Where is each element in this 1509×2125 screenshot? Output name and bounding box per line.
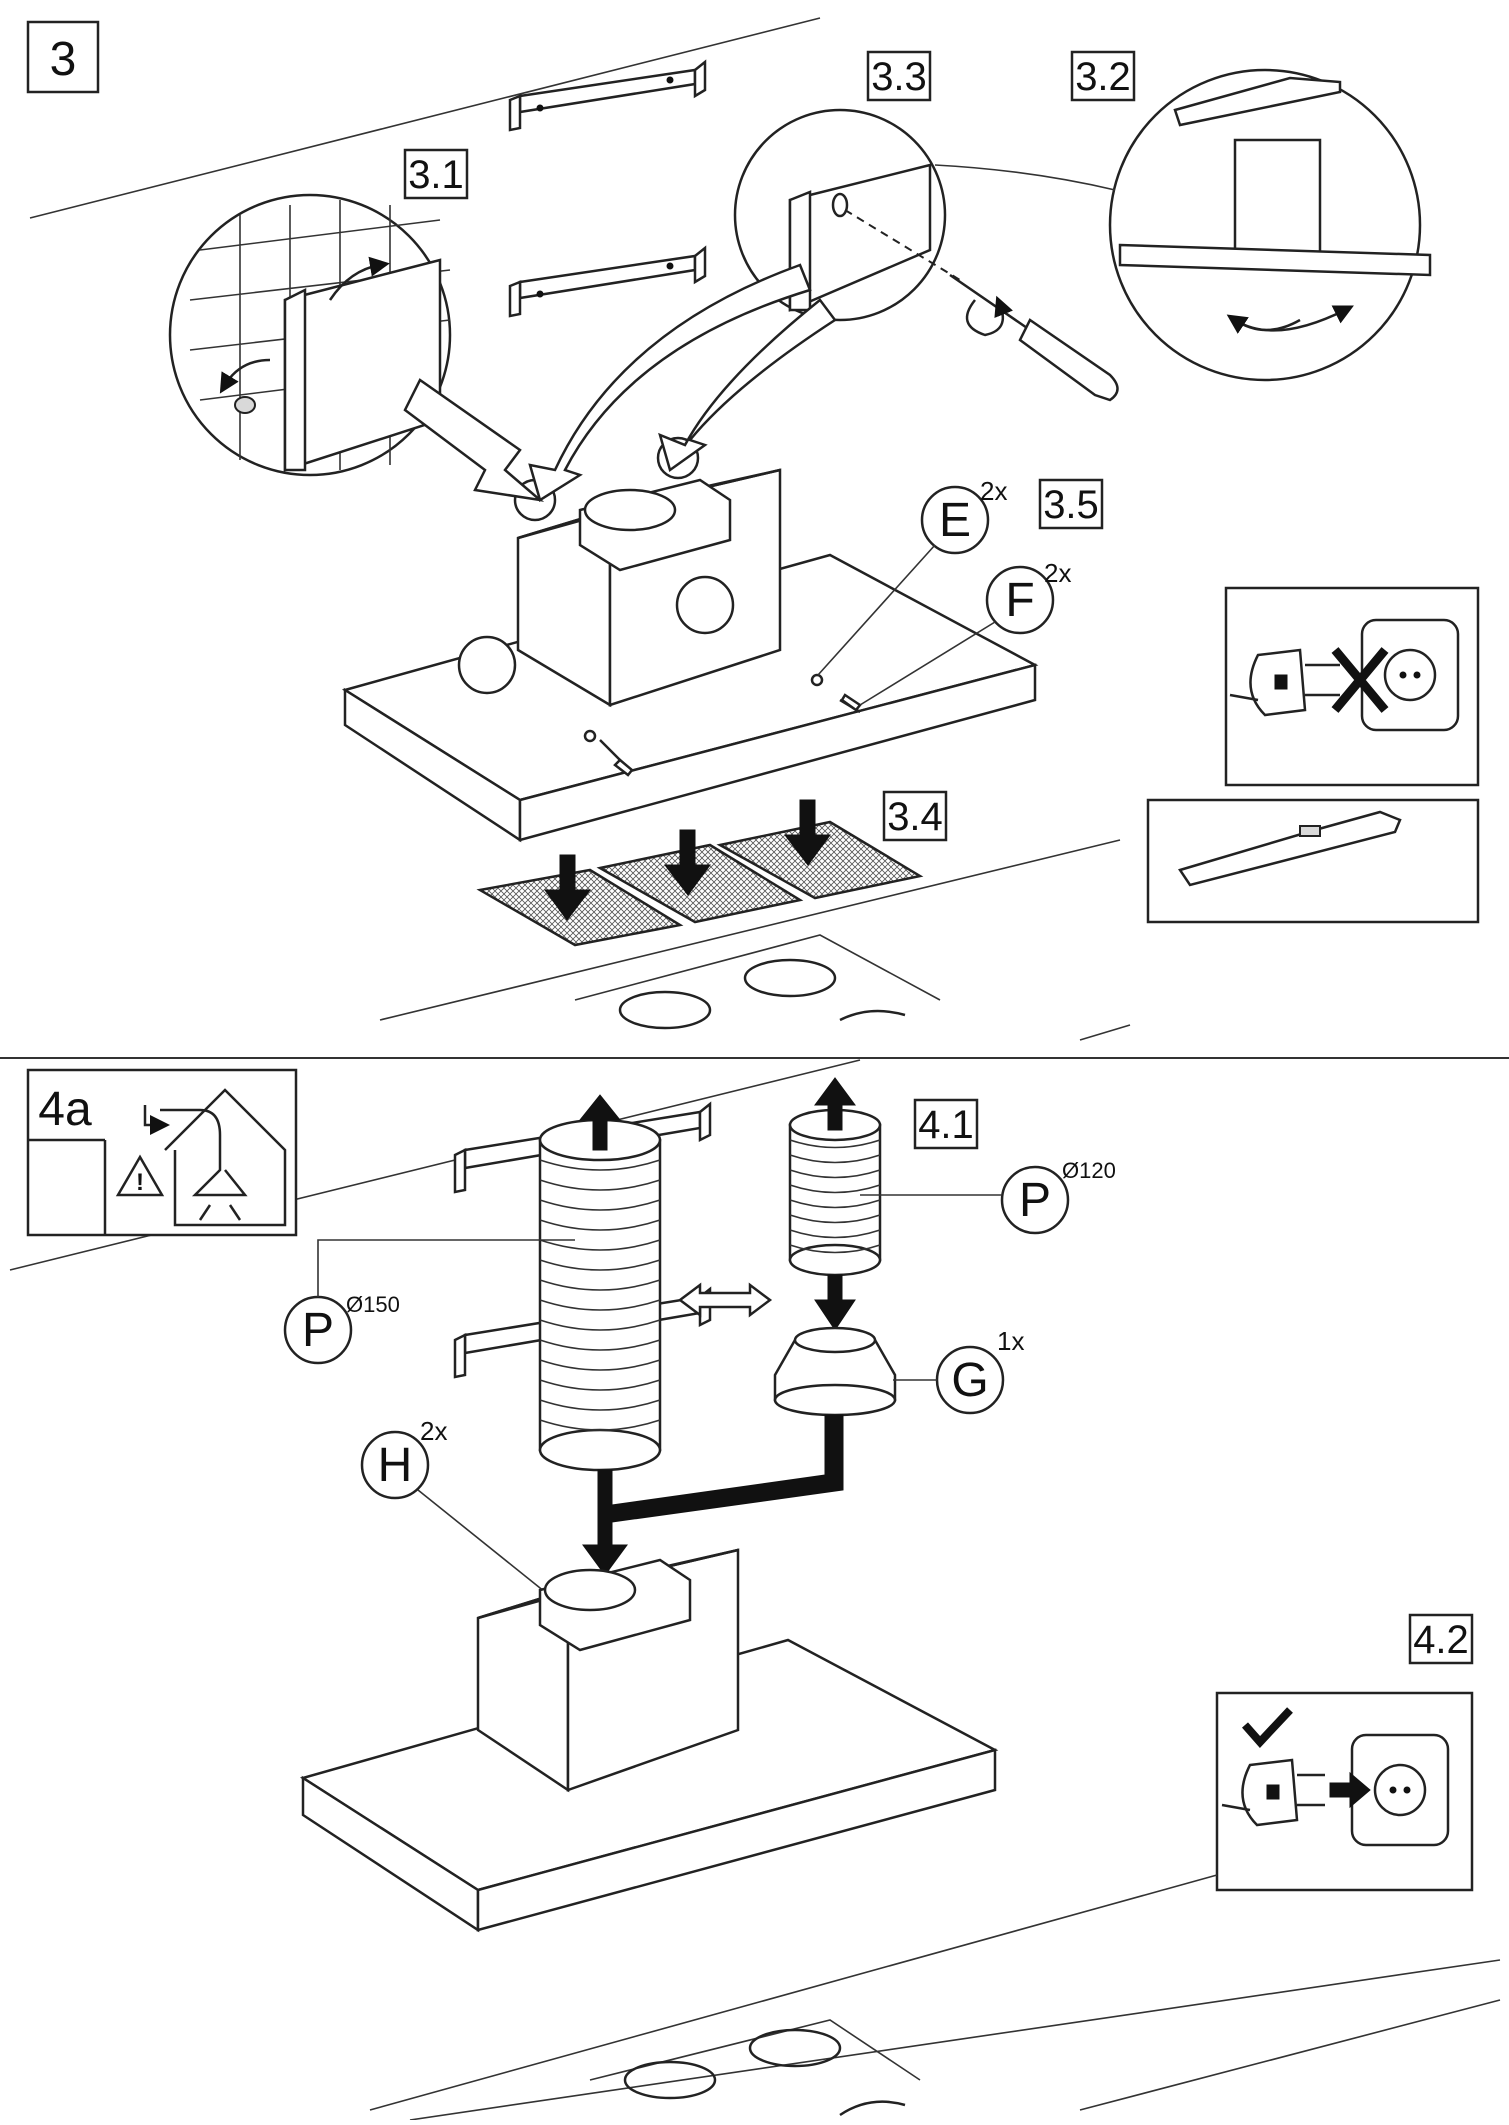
substep-3-4-label: 3.4: [887, 795, 943, 839]
substep-3-1: 3.1: [168, 148, 469, 477]
substep-3-4: 3.4: [476, 790, 948, 947]
svg-text:2x: 2x: [420, 1416, 447, 1446]
up-arrow-icon: [814, 1077, 856, 1131]
substep-3-3-label: 3.3: [871, 55, 927, 99]
grease-filter-3: [716, 820, 924, 900]
latch-detail-box: [1146, 798, 1480, 924]
up-arrow-icon: [578, 1094, 622, 1151]
check-icon: [1242, 1707, 1293, 1748]
pointer-arrows: [403, 164, 1116, 502]
wall-bracket-lower: [508, 245, 707, 318]
svg-text:P: P: [1019, 1174, 1051, 1227]
part-E-callout: E 2x: [817, 476, 1007, 676]
down-arrow-icon: [663, 829, 711, 896]
filter-latch-part: [1173, 76, 1342, 127]
substep-3-1-label: 3.1: [408, 153, 464, 197]
svg-text:P: P: [302, 1304, 334, 1357]
plug-connected-icon: [1221, 1758, 1371, 1827]
duct-120: [788, 1077, 882, 1331]
plug-connected-box: [1215, 1691, 1474, 1892]
screwdriver-icon: [949, 273, 1119, 402]
substep-3-3: 3.3: [733, 50, 1119, 402]
substep-3-2-label: 3.2: [1075, 55, 1131, 99]
substep-4-1-label: 4.1: [918, 1103, 974, 1147]
svg-text:1x: 1x: [997, 1326, 1024, 1356]
svg-text:F: F: [1005, 574, 1034, 627]
svg-text:Ø150: Ø150: [346, 1292, 400, 1317]
unplug-warning-box: [1224, 586, 1480, 787]
substep-4-2-label: 4.2: [1413, 1618, 1469, 1662]
plug-disconnected-icon: [1229, 648, 1340, 717]
hood-step-4: [299, 1548, 999, 1933]
part-F-callout: F 2x: [859, 558, 1071, 706]
svg-text:Ø120: Ø120: [1062, 1158, 1116, 1183]
warning-triangle-icon: [115, 1154, 165, 1197]
counter-line: [379, 839, 1121, 1021]
part-H-callout: H 2x: [360, 1416, 556, 1601]
step-4a-label: 4a: [38, 1083, 92, 1136]
substep-3-5: 3.5 E 2x F 2x: [817, 476, 1104, 706]
slide-arrow-icon: [1226, 314, 1301, 334]
cross-icon: [1331, 647, 1389, 713]
svg-text:2x: 2x: [1044, 558, 1071, 588]
down-arrow-icon: [814, 1274, 856, 1331]
svg-text:H: H: [378, 1439, 413, 1492]
right-arrow-icon: [1329, 1771, 1371, 1809]
wall-bracket-upper: [508, 59, 707, 132]
house-duct-icon: [143, 1088, 287, 1227]
part-P120-callout: P Ø120: [860, 1158, 1116, 1235]
down-arrow-icon: [544, 854, 592, 921]
step-3-label-box: 3: [26, 20, 100, 94]
step-4a-section: 4a !: [9, 1059, 1501, 2121]
grease-filter-1: [476, 868, 684, 947]
svg-text:G: G: [951, 1354, 988, 1407]
double-arrow-icon: [677, 1282, 773, 1318]
hob-step-3: [574, 934, 1131, 1041]
duct-150: [538, 1094, 662, 1472]
step-3-label: 3: [50, 33, 77, 86]
grease-filter-2: [596, 843, 804, 924]
svg-text:!: !: [136, 1169, 144, 1196]
hood-step-3: [341, 436, 1039, 843]
rotate-arrow-icon: [965, 295, 1013, 337]
routing-arrow: [582, 1414, 844, 1576]
part-P150-callout: P Ø150: [283, 1239, 575, 1365]
part-G-callout: G 1x: [893, 1326, 1024, 1415]
substep-3-5-label: 3.5: [1043, 483, 1099, 527]
hob-step-4: [369, 1874, 1501, 2121]
down-arrow-icon: [783, 799, 831, 866]
step-3-section: 3 3.1: [26, 17, 1480, 1041]
wall-plug-icon: [234, 396, 256, 414]
svg-text:E: E: [939, 494, 971, 547]
wall-line: [29, 17, 821, 219]
step-4a-label-box: 4a !: [26, 1068, 298, 1237]
svg-text:2x: 2x: [980, 476, 1007, 506]
substep-3-2: 3.2: [1070, 50, 1432, 382]
reducer-G: [773, 1326, 897, 1417]
hood-canopy-side: [518, 663, 1037, 842]
